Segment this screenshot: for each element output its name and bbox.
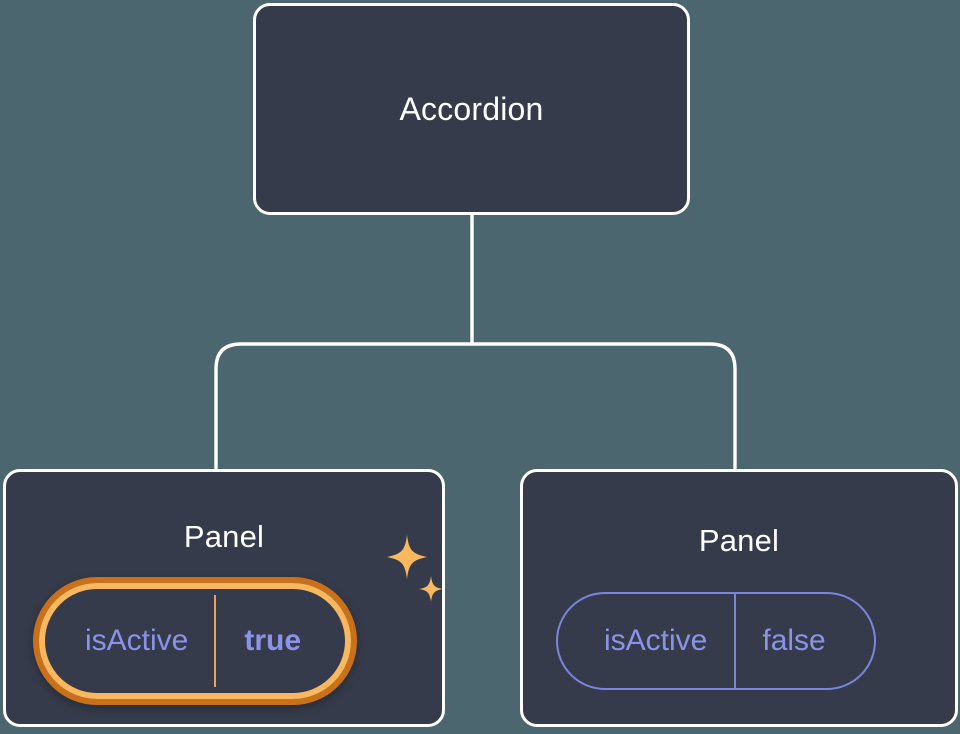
connector-branch-bus [214,342,737,470]
node-panel-active-title: Panel [183,519,265,554]
prop-value-label: false [762,624,826,657]
prop-pill-isactive-false[interactable]: isActive false [556,592,876,690]
prop-value-label: true [244,624,302,657]
node-panel-inactive-title: Panel [698,523,780,558]
node-accordion-title: Accordion [399,91,544,127]
prop-key-label: isActive [39,595,217,687]
node-accordion[interactable]: Accordion [253,3,690,215]
prop-key-label: isActive [558,594,737,688]
prop-pill-isactive-true[interactable]: isActive true [33,577,358,705]
